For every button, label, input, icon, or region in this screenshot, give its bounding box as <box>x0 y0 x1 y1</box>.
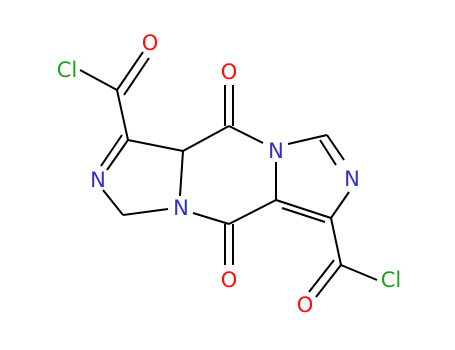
atom-n-ring-right: N <box>268 139 284 163</box>
bond-c-o-top-left-b <box>123 57 150 96</box>
atom-n-imid-left: N <box>90 168 106 192</box>
bond-acyl-c4 <box>116 89 129 141</box>
bond-c4-n-imid-left-a <box>106 139 129 171</box>
atom-o-acyl-top: O <box>142 31 159 55</box>
atom-o-keto-top: O <box>221 60 238 84</box>
atom-o-acyl-bottom: O <box>297 293 314 317</box>
atom-cl-top-left: Cl <box>57 58 78 82</box>
atom-cl-bottom-right: Cl <box>381 268 402 292</box>
bond-c4a-c-right-b <box>281 207 326 223</box>
bond-n-imid-right-c <box>330 191 350 219</box>
bond-ch-n-imid-right-a <box>326 134 345 161</box>
bond-ch-n-imid-right-b <box>319 139 337 166</box>
bond-c8a-c-keto-top <box>182 125 230 152</box>
bond-c-o-top-left-a <box>116 51 144 91</box>
bond-acyl-c-cl-bottom <box>340 264 378 281</box>
bond-acyl-c-o-bottom-b <box>308 259 335 293</box>
bond-c-keto-top-n-ring-right <box>228 125 264 144</box>
bond-c-keto-bottom-c4a <box>228 199 277 225</box>
bond-n-ring-left-c-keto-bottom <box>192 212 230 225</box>
bond-c8a-n-ring-left <box>179 150 184 197</box>
bond-cl-c-top-left <box>79 69 118 91</box>
bond-c4-c8a <box>127 139 184 152</box>
atom-o-keto-bottom: O <box>221 268 238 292</box>
atom-n-imid-right: N <box>344 167 360 191</box>
bonds <box>79 51 378 298</box>
atom-labels: Cl O O N N N N O O Cl <box>57 31 402 317</box>
bond-ch-n-ring-left <box>122 208 169 216</box>
atom-n-ring-left: N <box>173 196 189 220</box>
bond-n-ring-right-ch <box>287 134 328 145</box>
bond-n-imid-left-ch <box>102 189 124 216</box>
bond-acyl-c-o-bottom-a <box>315 264 342 298</box>
bond-c4a-c-right-a <box>275 199 332 219</box>
bond-c4-n-imid-left-b <box>100 134 123 167</box>
bond-c-right-acyl-c <box>330 217 342 266</box>
